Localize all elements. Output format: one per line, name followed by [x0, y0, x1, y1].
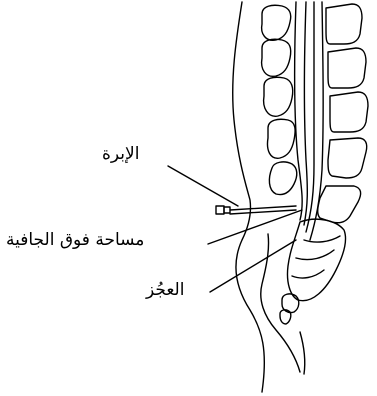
dura-posterior-outline [295, 2, 302, 220]
spinous-process-4 [268, 119, 296, 158]
spinous-process-1 [262, 5, 291, 40]
spinal-cord-line [304, 2, 307, 225]
needle-shaft [230, 206, 296, 210]
vertebral-body-4 [328, 138, 367, 178]
sacrum-outline [287, 219, 345, 301]
spinous-process-2 [262, 39, 291, 76]
vertebral-body-1 [326, 4, 362, 44]
needle-hub [216, 206, 224, 214]
vertebral-body-3 [330, 92, 368, 132]
coccyx-segment-2 [280, 310, 291, 324]
vertebral-body-2 [328, 48, 366, 88]
leader-line-sacrum [210, 240, 296, 292]
leader-line-epidural [208, 210, 302, 244]
leader-line-needle [168, 166, 238, 206]
sacral-segment-line-1 [304, 236, 340, 242]
epidural-space-label: مساحة فوق الجافية [6, 232, 144, 249]
spinous-process-3 [264, 77, 293, 116]
pelvic-contour [261, 234, 300, 372]
spinous-process-5 [269, 162, 296, 195]
needle-label: الإبرة [102, 146, 139, 163]
needle-shaft-lower [230, 210, 296, 214]
sacrum-label: العجُز [146, 282, 184, 299]
sacral-segment-line-2 [296, 250, 334, 260]
gluteal-contour [300, 332, 305, 374]
needle-hub-tip [224, 207, 230, 213]
back-skin-outline [233, 2, 265, 392]
vertebral-body-5 [318, 186, 361, 223]
sacral-segment-line-3 [292, 270, 324, 278]
